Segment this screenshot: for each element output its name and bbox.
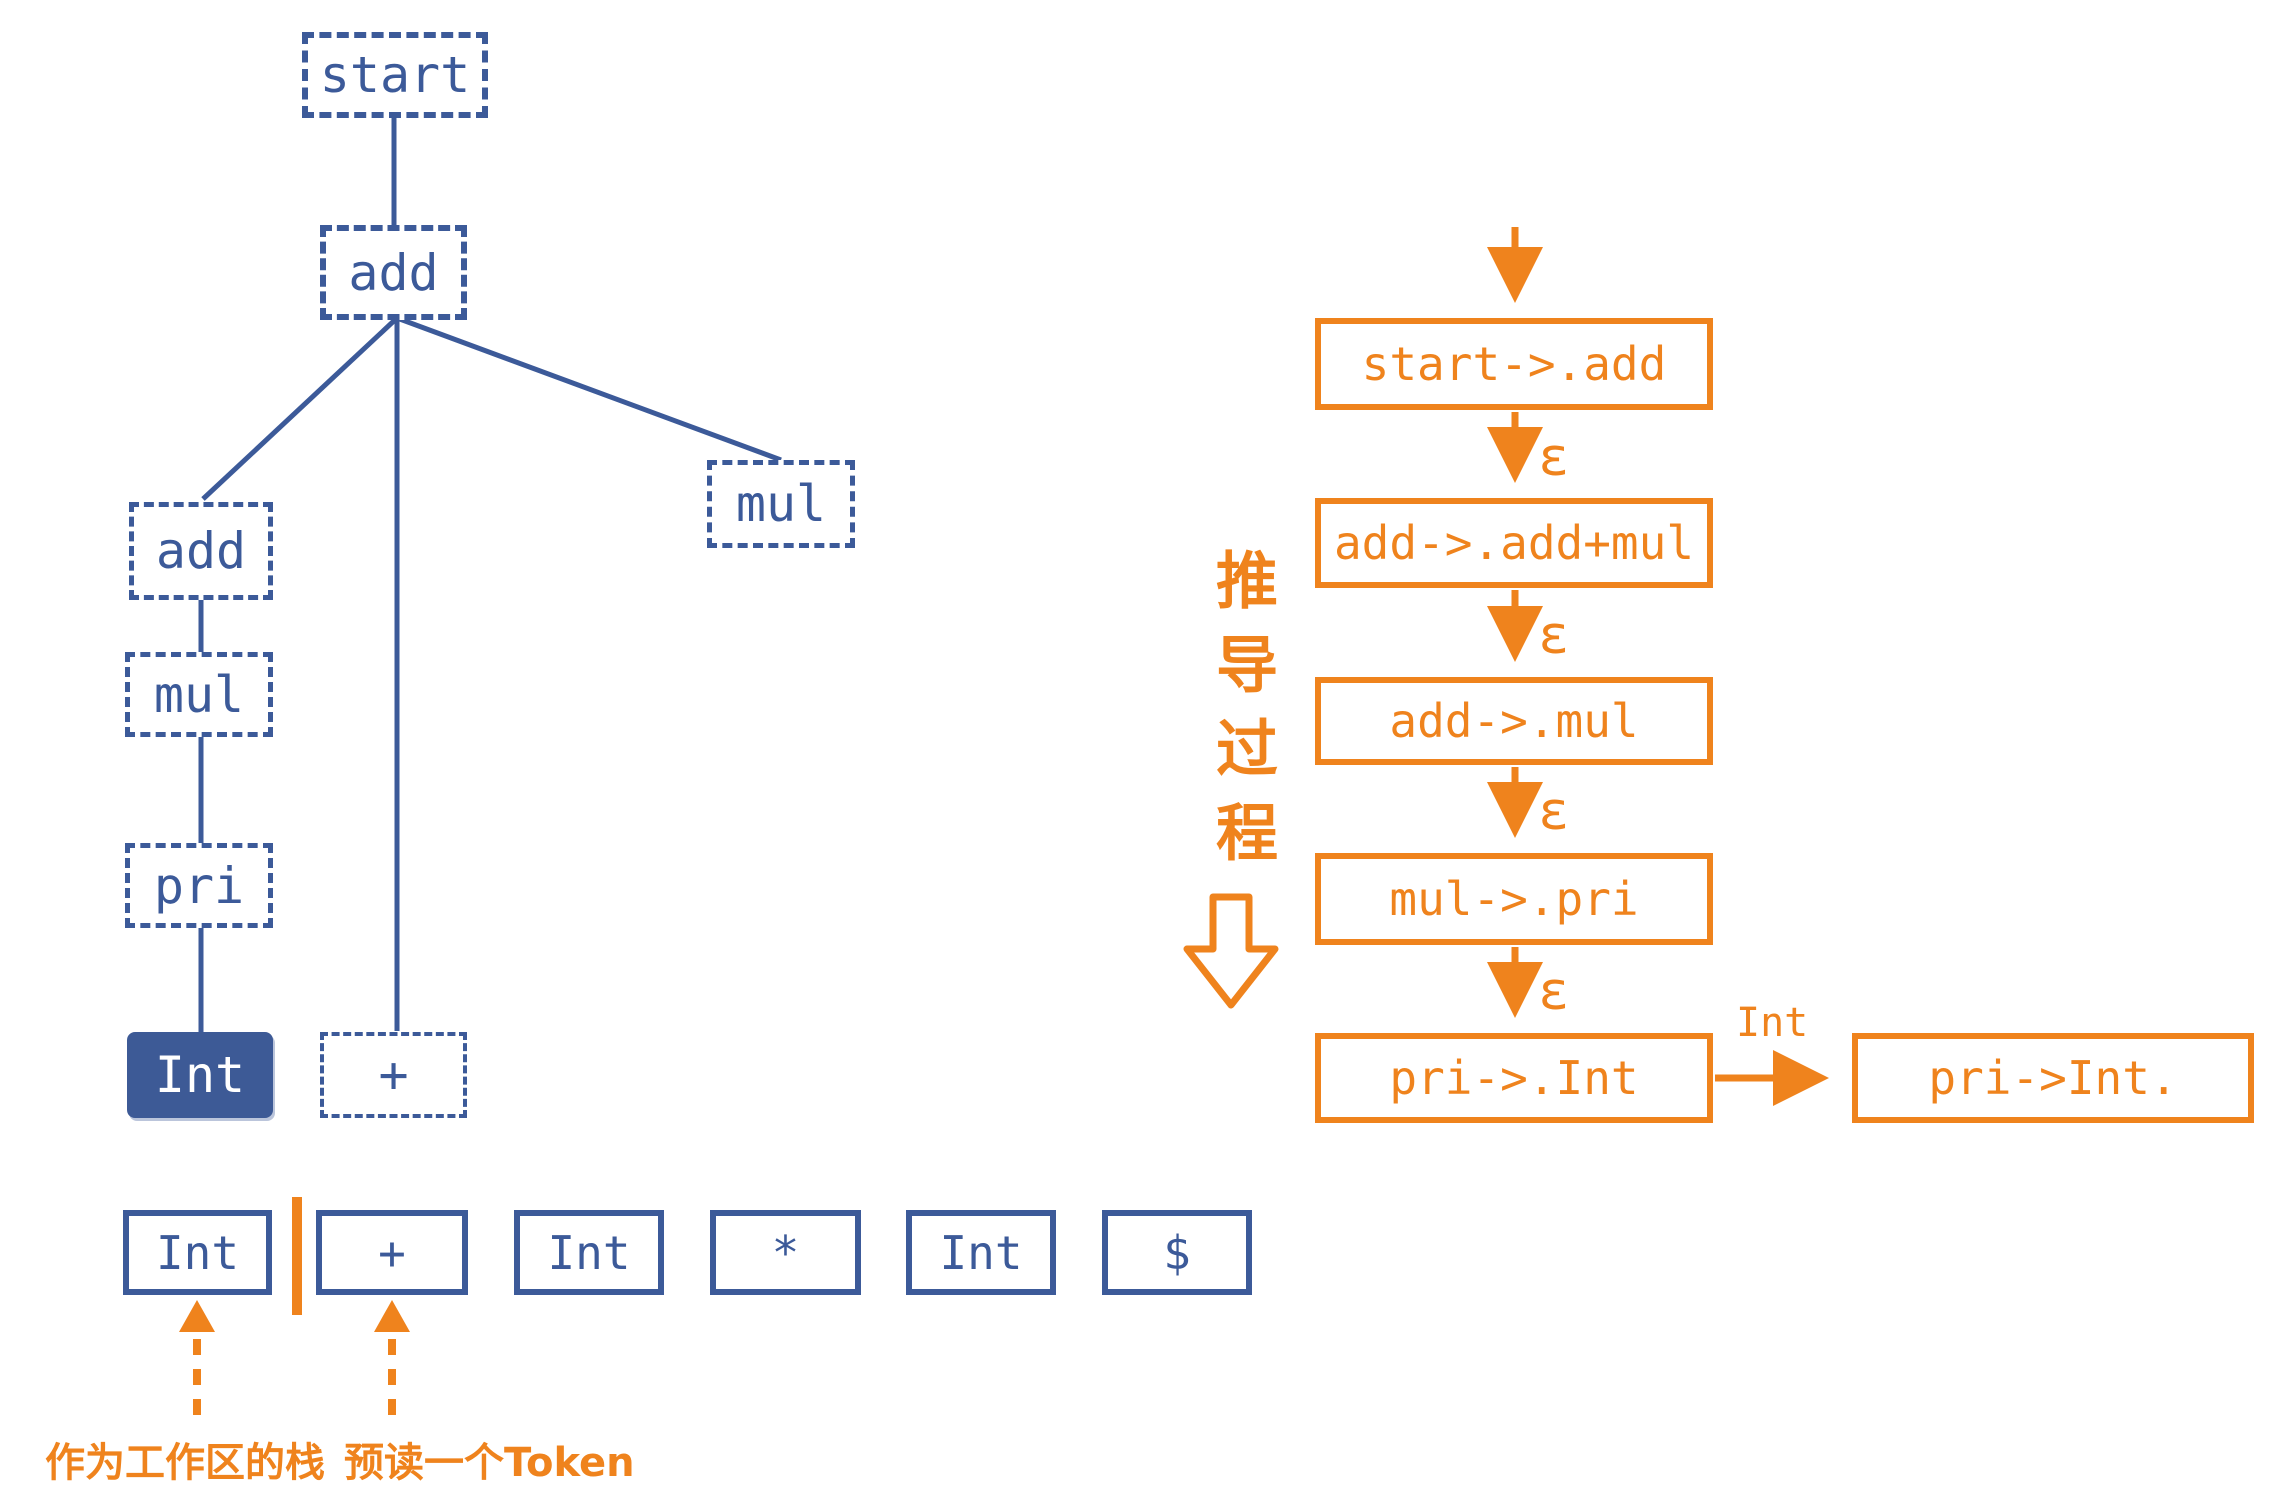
derivation-side-label: 推导过程 (1205, 548, 1278, 884)
annotation-arrows (193, 1330, 396, 1415)
token-int-1: Int (123, 1210, 272, 1295)
tree-node-plus-leaf: + (320, 1032, 467, 1118)
derivation-step-3-label: add->.mul (1389, 694, 1639, 748)
stack-annotation: 作为工作区的栈 (45, 1440, 325, 1486)
tree-node-mul-left-label: mul (153, 665, 245, 724)
token-int-3: Int (906, 1210, 1056, 1295)
edge-add-mulright (396, 315, 782, 463)
token-plus-label: + (378, 1225, 406, 1280)
token-int-3-label: Int (939, 1225, 1023, 1280)
tree-node-add-root-label: add (348, 243, 439, 302)
lookahead-annotation: 预读一个Token (344, 1440, 635, 1486)
tree-node-pri: pri (125, 843, 273, 928)
tree-node-add-child: add (129, 502, 273, 600)
derivation-step-2: add->.add+mul (1315, 498, 1713, 588)
tree-node-add-child-label: add (155, 522, 247, 580)
token-plus: + (316, 1210, 468, 1295)
derivation-step-3: add->.mul (1315, 677, 1713, 765)
tree-edges (198, 118, 782, 1032)
derivation-result-label: pri->Int. (1928, 1051, 2178, 1105)
derivation-step-5-label: pri->.Int (1389, 1051, 1639, 1105)
tree-node-mul-right: mul (707, 460, 855, 548)
tree-node-pri-label: pri (153, 856, 245, 915)
derivation-arrows (1487, 227, 1829, 1106)
derivation-step-4: mul->.pri (1315, 853, 1713, 945)
token-star-label: * (771, 1225, 800, 1280)
derivation-result: pri->Int. (1852, 1033, 2254, 1123)
epsilon-label-4: ε (1538, 962, 1570, 1022)
epsilon-label-3: ε (1538, 782, 1570, 842)
tree-node-start-label: start (319, 46, 471, 104)
shift-arrow-label: Int (1736, 1000, 1809, 1046)
stack-divider-bar (292, 1197, 302, 1315)
token-int-1-label: Int (155, 1225, 240, 1280)
tree-node-add-root: add (320, 225, 467, 320)
token-star: * (710, 1210, 861, 1295)
derivation-step-1: start->.add (1315, 318, 1713, 410)
derivation-step-2-label: add->.add+mul (1333, 516, 1695, 570)
derivation-step-1-label: start->.add (1361, 337, 1667, 391)
epsilon-label-1: ε (1538, 428, 1570, 488)
token-int-2-label: Int (547, 1225, 631, 1280)
edge-add-addchild (201, 316, 399, 501)
token-int-2: Int (514, 1210, 664, 1295)
tree-node-mul-right-label: mul (735, 475, 827, 533)
token-eof: $ (1102, 1210, 1252, 1295)
derivation-step-5: pri->.Int (1315, 1033, 1713, 1123)
tree-node-int-leaf-label: Int (154, 1046, 246, 1104)
stack-arrowhead (179, 1300, 215, 1332)
epsilon-label-2: ε (1538, 606, 1570, 666)
annotation-arrowheads (179, 1300, 410, 1332)
tree-node-start: start (302, 32, 488, 118)
tree-node-int-leaf: Int (127, 1032, 273, 1118)
token-eof-label: $ (1163, 1225, 1191, 1280)
derivation-step-4-label: mul->.pri (1389, 872, 1639, 926)
tree-node-plus-leaf-label: + (378, 1046, 409, 1104)
lookahead-arrowhead (374, 1300, 410, 1332)
derivation-direction-arrow-icon (1183, 893, 1279, 1009)
tree-node-mul-left: mul (125, 652, 273, 737)
